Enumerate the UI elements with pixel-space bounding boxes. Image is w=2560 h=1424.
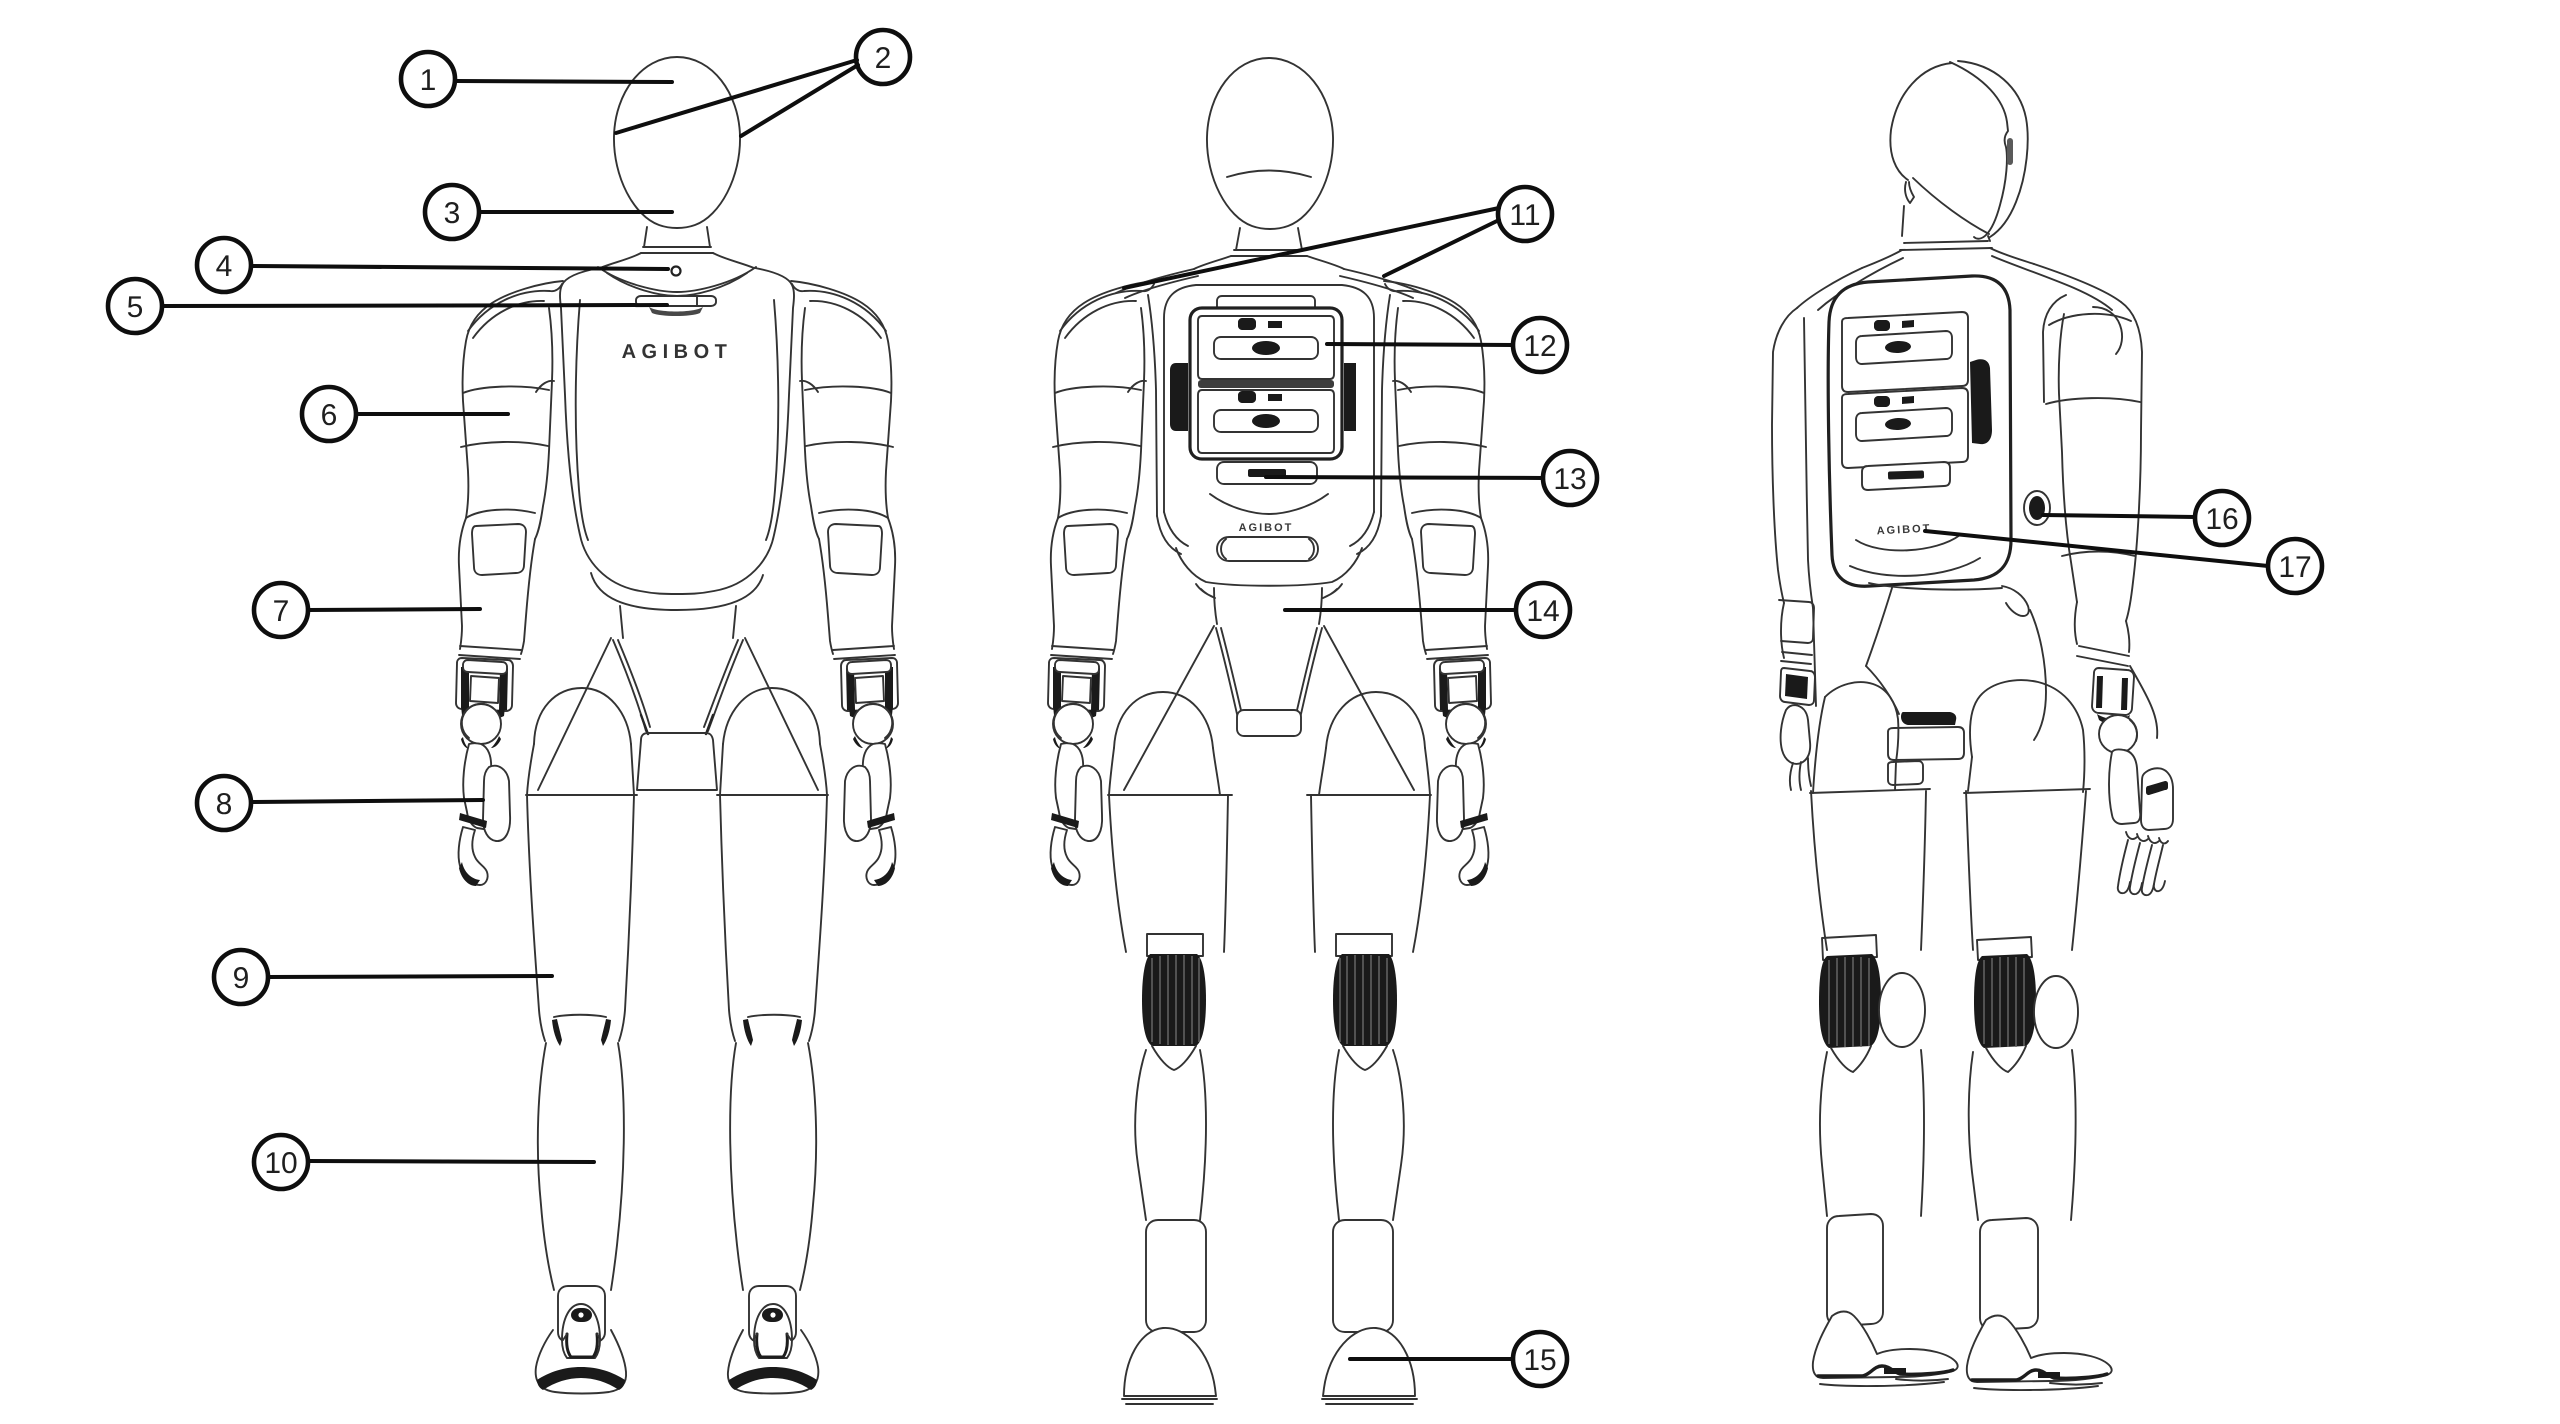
svg-text:9: 9 xyxy=(233,962,250,995)
svg-text:AGIBOT: AGIBOT xyxy=(1239,522,1294,534)
svg-text:11: 11 xyxy=(1509,199,1540,232)
svg-text:13: 13 xyxy=(1553,463,1586,496)
svg-text:16: 16 xyxy=(2205,503,2238,536)
svg-text:4: 4 xyxy=(216,250,233,283)
svg-text:6: 6 xyxy=(321,399,338,432)
svg-text:3: 3 xyxy=(444,197,461,230)
svg-text:1: 1 xyxy=(420,64,437,97)
svg-text:15: 15 xyxy=(1523,1344,1556,1377)
svg-text:12: 12 xyxy=(1523,330,1556,363)
svg-text:10: 10 xyxy=(264,1147,297,1180)
svg-text:AGIBOT: AGIBOT xyxy=(622,341,733,363)
svg-text:7: 7 xyxy=(273,595,290,628)
svg-text:14: 14 xyxy=(1526,595,1559,628)
svg-text:AGIBOT: AGIBOT xyxy=(1876,523,1931,538)
svg-text:17: 17 xyxy=(2278,551,2311,584)
svg-text:8: 8 xyxy=(216,788,233,821)
svg-text:5: 5 xyxy=(127,291,144,324)
svg-text:2: 2 xyxy=(875,42,892,75)
